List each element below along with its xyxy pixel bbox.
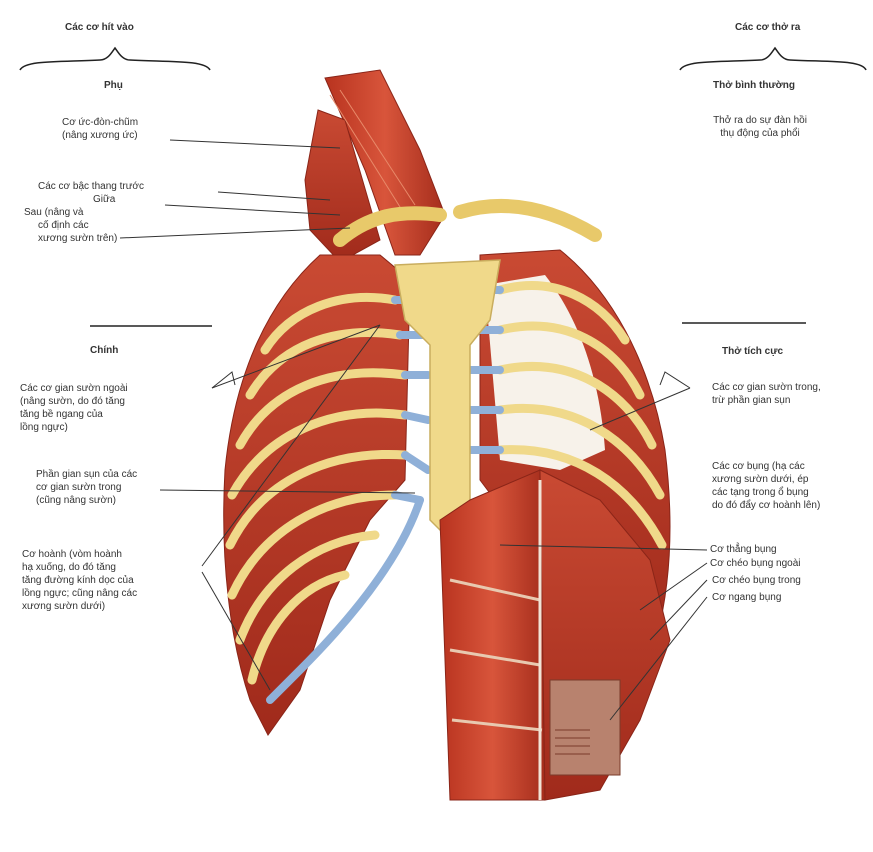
inspiration-title: Các cơ hít vào	[65, 22, 134, 33]
transversus-window	[550, 680, 620, 775]
rectus-abdominis	[440, 470, 545, 800]
inspiration-forced-heading: Chính	[90, 345, 118, 356]
transversus-label: Cơ ngang bụng	[712, 591, 781, 604]
scalenes-label: Các cơ bậc thang trước Giữa Sau (nâng và…	[38, 180, 144, 245]
inspiration-quiet-heading: Phụ	[104, 80, 123, 91]
abdominals-label: Các cơ bụng (hạ các xương sườn dưới, ép …	[712, 460, 820, 512]
inspiration-brace	[20, 48, 210, 70]
expiration-brace	[680, 48, 866, 70]
expiration-title: Các cơ thở ra	[735, 22, 800, 33]
interchondral-label: Phần gian sụn của các cơ gian sườn trong…	[36, 468, 137, 507]
rectus-abdominis-label: Cơ thẳng bụng	[710, 543, 777, 556]
diaphragm-label: Cơ hoành (vòm hoành hạ xuống, do đó tăng…	[22, 548, 137, 613]
external-intercostals-label: Các cơ gian sườn ngoài (nâng sườn, do đó…	[20, 382, 128, 434]
left-clavicle	[460, 206, 595, 235]
external-oblique-label: Cơ chéo bụng ngoài	[710, 557, 801, 570]
internal-intercostals-label: Các cơ gian sườn trong, trừ phần gian sụ…	[712, 381, 821, 407]
internal-oblique-label: Cơ chéo bụng trong	[712, 574, 801, 587]
expiration-forced-heading: Thở tích cực	[722, 346, 783, 357]
scm-label: Cơ ức-đòn-chũm (nâng xương ức)	[62, 116, 138, 142]
expiration-quiet-heading: Thở bình thường	[713, 80, 795, 91]
passive-recoil-note: Thở ra do sự đàn hồi thụ động của phổi	[685, 114, 835, 140]
